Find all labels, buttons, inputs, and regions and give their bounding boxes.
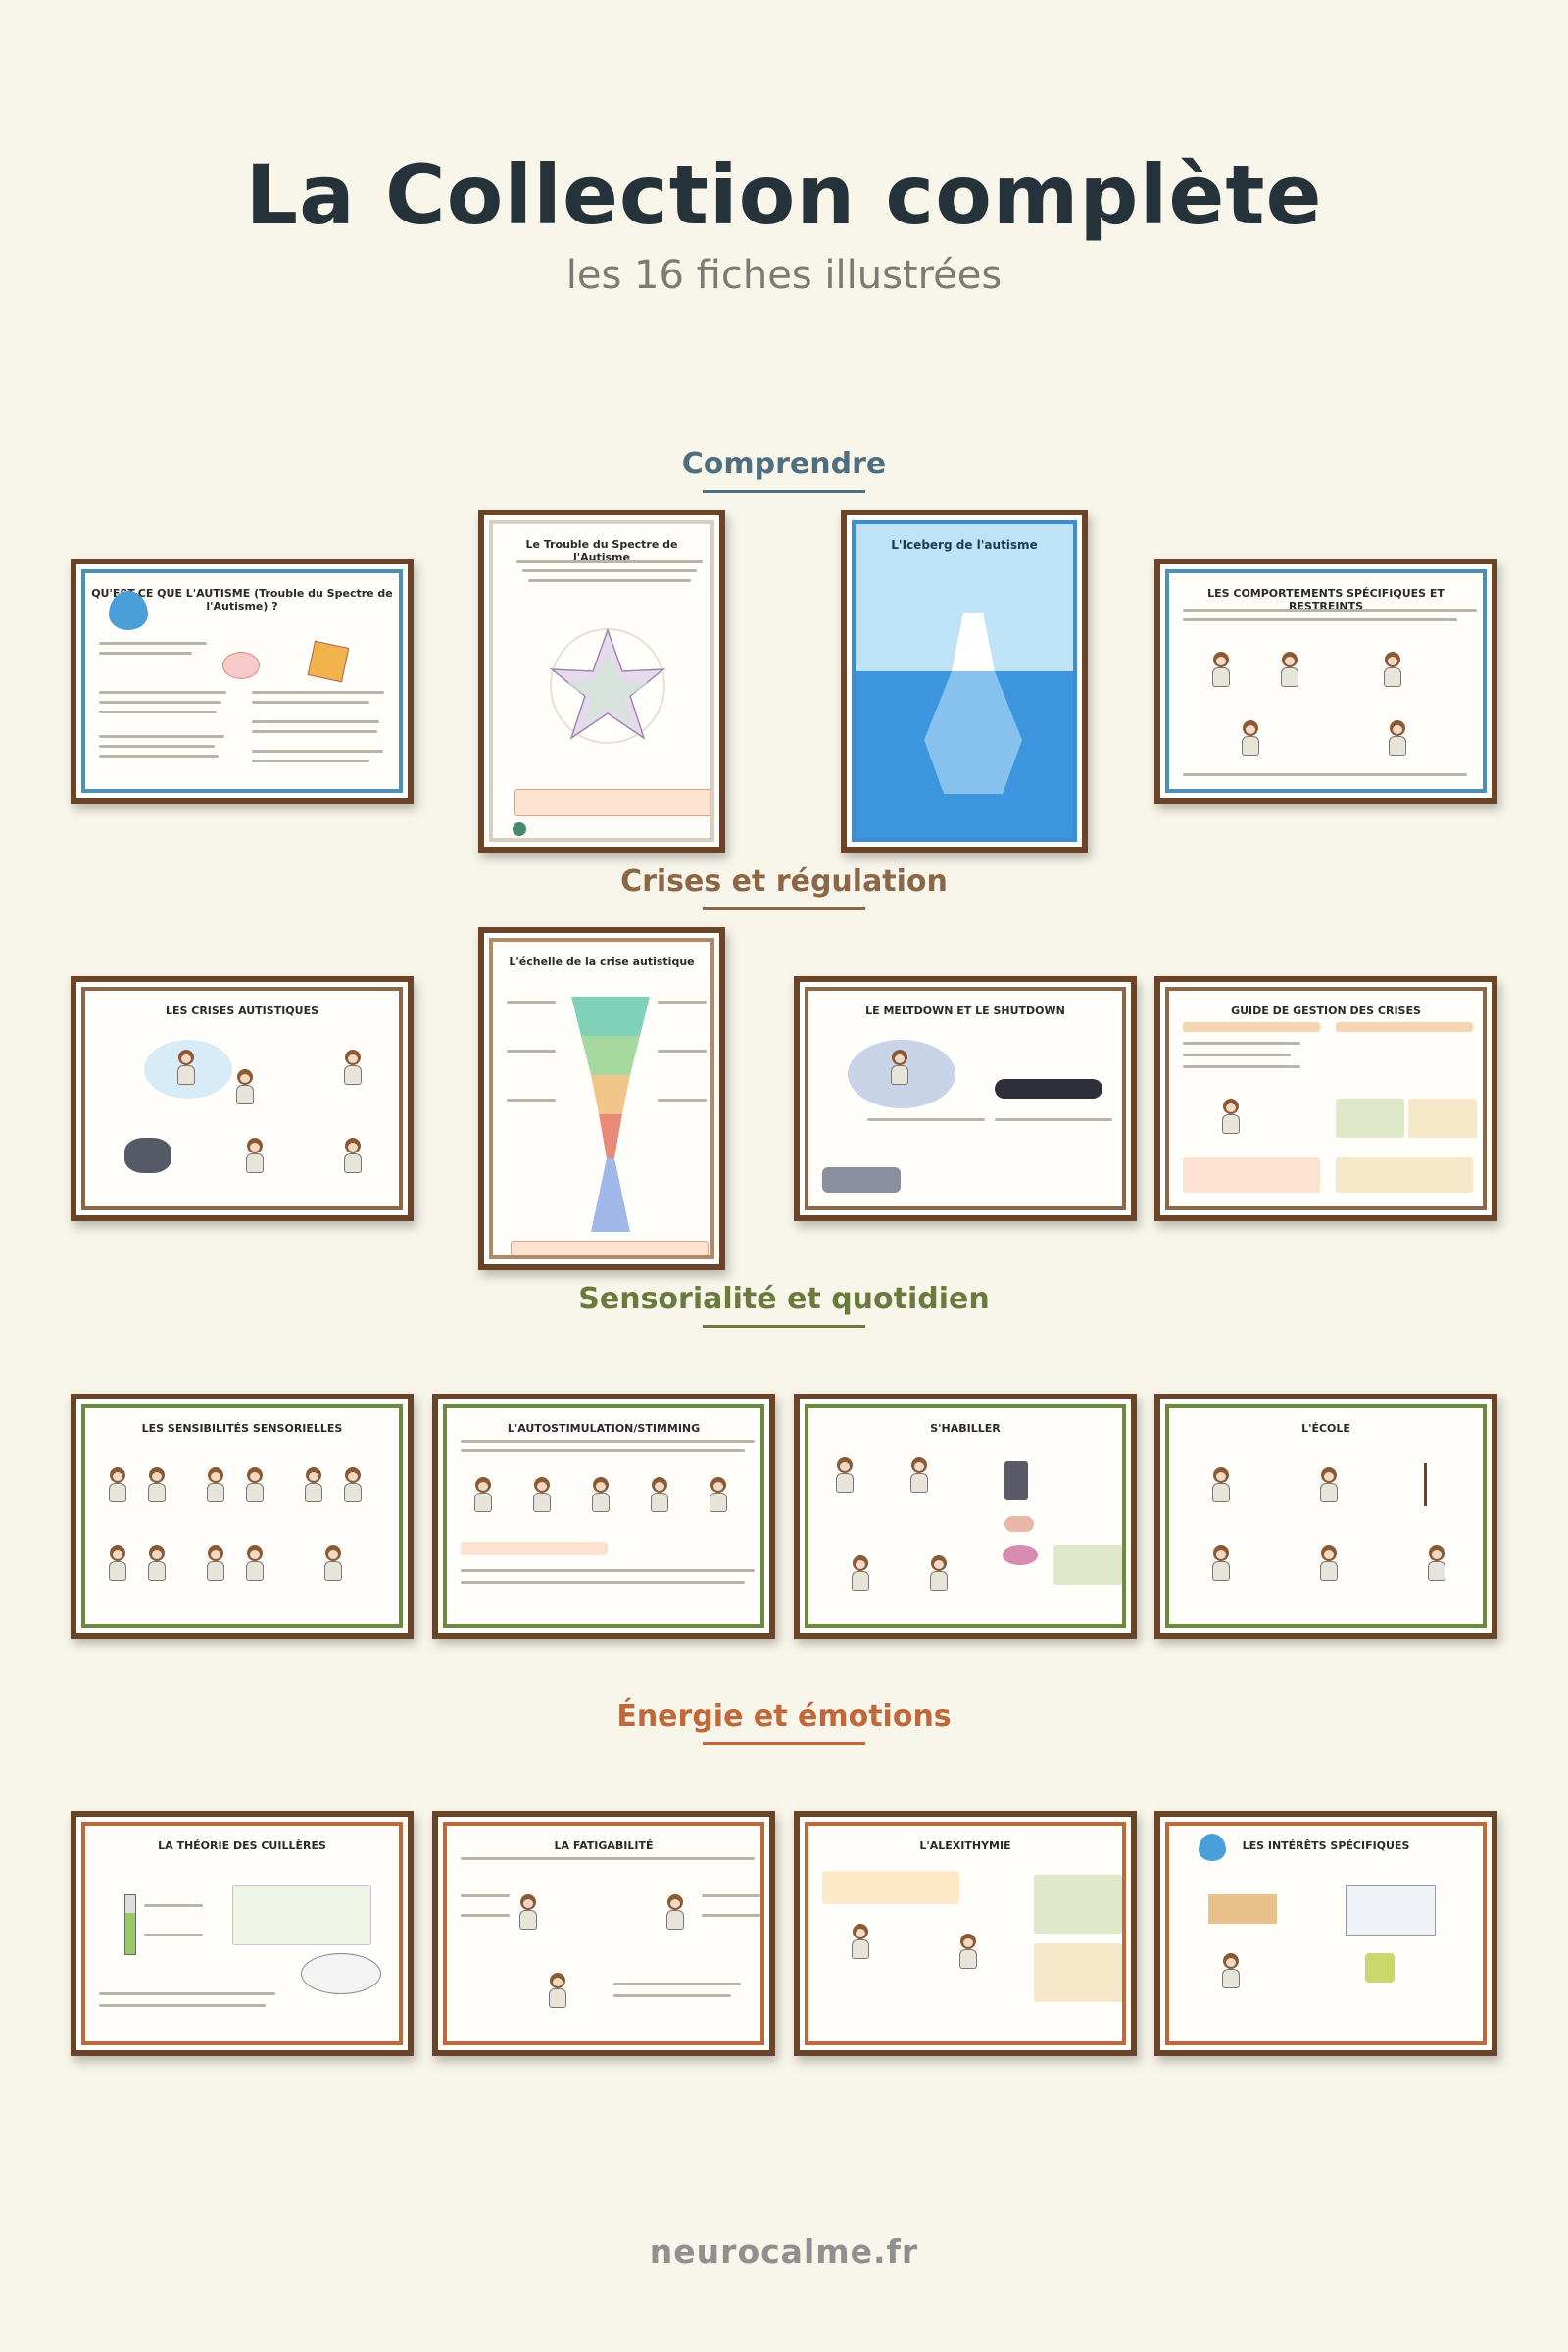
- info-box: [1034, 1943, 1122, 2002]
- poster-alexithymie[interactable]: L'ALEXITHYMIE: [794, 1811, 1137, 2056]
- info-box: [1408, 1099, 1477, 1138]
- poster-stimming[interactable]: L'AUTOSTIMULATION/STIMMING: [432, 1394, 775, 1639]
- poster-gestion-crises[interactable]: GUIDE DE GESTION DES CRISES: [1154, 976, 1497, 1221]
- poster-title: LES CRISES AUTISTIQUES: [165, 1004, 319, 1017]
- poster-title: S'HABILLER: [930, 1422, 1001, 1435]
- poster-title: LES INTÉRÊTS SPÉCIFIQUES: [1242, 1839, 1410, 1852]
- spoon-gauge-icon: [124, 1894, 136, 1955]
- poster-title: L'ALEXITHYMIE: [919, 1839, 1011, 1852]
- logo-icon: [513, 822, 526, 836]
- droplet-mascot-icon: [109, 591, 148, 630]
- poster-iceberg[interactable]: L'Iceberg de l'autisme: [841, 510, 1088, 853]
- poster-comportements[interactable]: LES COMPORTEMENTS SPÉCIFIQUES ET RESTREI…: [1154, 559, 1497, 804]
- info-box: [232, 1885, 371, 1945]
- poster-title: LA THÉORIE DES CUILLÈRES: [158, 1839, 326, 1852]
- poster-title: LA FATIGABILITÉ: [554, 1839, 654, 1852]
- page-title: La Collection complète: [245, 147, 1323, 243]
- poster-ecole[interactable]: L'ÉCOLE: [1154, 1394, 1497, 1639]
- train-icon: [822, 1167, 901, 1193]
- poster-meltdown-shutdown[interactable]: LE MELTDOWN ET LE SHUTDOWN: [794, 976, 1137, 1221]
- signpost-icon: [1424, 1463, 1466, 1506]
- iceberg-icon: [924, 612, 1022, 794]
- poster-crises-autistiques[interactable]: LES CRISES AUTISTIQUES: [71, 976, 414, 1221]
- thought-bubble: [301, 1953, 381, 1994]
- crisis-scale-funnel: [571, 997, 650, 1232]
- step-box: [1183, 1022, 1320, 1032]
- poster-title: LE MELTDOWN ET LE SHUTDOWN: [865, 1004, 1065, 1017]
- info-box: [1336, 1157, 1473, 1193]
- poster-interets-specifiques[interactable]: LES INTÉRÊTS SPÉCIFIQUES: [1154, 1811, 1497, 2056]
- poster-title: L'Iceberg de l'autisme: [891, 538, 1038, 552]
- cube-icon: [307, 640, 350, 683]
- section-title-crises: Crises et régulation: [620, 864, 948, 899]
- puzzle-icon: [1365, 1953, 1395, 1983]
- section-title-sensorialite: Sensorialité et quotidien: [578, 1282, 990, 1316]
- lying-figure: [995, 1079, 1102, 1099]
- note-box: [1054, 1545, 1122, 1585]
- info-box: [1183, 1157, 1320, 1193]
- note-box: [511, 1241, 709, 1255]
- poster-title: L'échelle de la crise autistique: [509, 956, 695, 968]
- droplet-mascot-icon: [1199, 1834, 1226, 1861]
- poster-tsa[interactable]: Le Trouble du Spectre de l'Autisme: [478, 510, 725, 853]
- note-box: [822, 1871, 959, 1904]
- collection-shelf: [1208, 1894, 1277, 1924]
- cat-icon: [124, 1138, 172, 1173]
- poster-title: LES SENSIBILITÉS SENSORIELLES: [141, 1422, 343, 1435]
- poster-fatigabilite[interactable]: LA FATIGABILITÉ: [432, 1811, 775, 2056]
- section-underline: [703, 907, 865, 910]
- poster-title: L'AUTOSTIMULATION/STIMMING: [507, 1422, 701, 1435]
- section-underline: [703, 490, 865, 493]
- poster-autisme[interactable]: QU'EST-CE QUE L'AUTISME (Trouble du Spec…: [71, 559, 414, 804]
- note-box: [461, 1542, 608, 1555]
- poster-echelle-crise[interactable]: L'échelle de la crise autistique: [478, 927, 725, 1270]
- document-icon: [1346, 1885, 1436, 1936]
- bra-icon: [1003, 1545, 1038, 1565]
- footer-site: neurocalme.fr: [649, 2232, 919, 2271]
- poster-title: QU'EST-CE QUE L'AUTISME (Trouble du Spec…: [91, 587, 393, 612]
- poster-title: L'ÉCOLE: [1301, 1422, 1350, 1435]
- poster-title: GUIDE DE GESTION DES CRISES: [1231, 1004, 1421, 1017]
- section-underline: [703, 1325, 865, 1328]
- page-subtitle: les 16 fiches illustrées: [565, 253, 1003, 298]
- section-underline: [703, 1742, 865, 1745]
- brain-icon: [222, 652, 260, 679]
- step-box: [1336, 1022, 1473, 1032]
- section-title-energie: Énergie et émotions: [616, 1699, 952, 1734]
- spectrum-star-icon: [549, 627, 666, 744]
- poster-shabiller[interactable]: S'HABILLER: [794, 1394, 1137, 1639]
- info-box: [1034, 1875, 1122, 1934]
- info-box: [1336, 1099, 1404, 1138]
- poster-cuilleres[interactable]: LA THÉORIE DES CUILLÈRES: [71, 1811, 414, 2056]
- sock-icon: [1004, 1516, 1034, 1532]
- section-title-comprendre: Comprendre: [681, 447, 887, 481]
- pants-icon: [1004, 1461, 1028, 1500]
- note-box: [514, 789, 710, 816]
- poster-sensibilites[interactable]: LES SENSIBILITÉS SENSORIELLES: [71, 1394, 414, 1639]
